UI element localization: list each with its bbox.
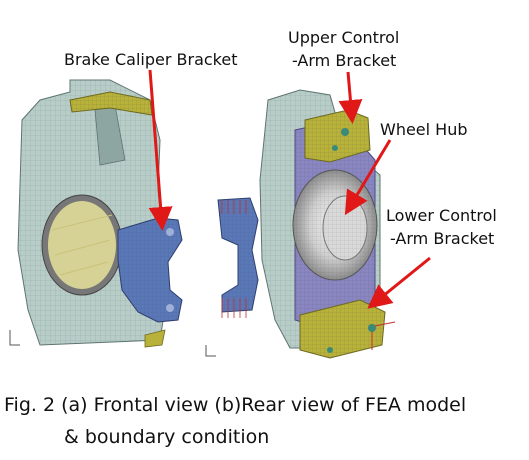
label-lower-control-arm-line2: -Arm Bracket bbox=[390, 229, 495, 248]
frontal-view-model bbox=[9, 79, 183, 348]
arrow-upper-control-arm bbox=[338, 71, 363, 124]
label-upper-control-arm-line1: Upper Control bbox=[288, 28, 400, 47]
caption-line2: & boundary condition bbox=[64, 426, 270, 448]
arrow-wheel-hub bbox=[344, 139, 392, 216]
rear-view-model bbox=[205, 89, 396, 359]
label-lower-control-arm-line1: Lower Control bbox=[386, 206, 497, 225]
fea-figure bbox=[9, 69, 431, 359]
arrow-lower-control-arm bbox=[367, 256, 431, 309]
constraint-arrows-left bbox=[221, 200, 247, 318]
label-brake-caliper-bracket: Brake Caliper Bracket bbox=[64, 50, 238, 69]
pointer-arrows bbox=[148, 69, 431, 309]
label-upper-control-arm-line2: -Arm Bracket bbox=[292, 51, 397, 70]
caption-line1: Fig. 2 (a) Frontal view (b)Rear view of … bbox=[4, 394, 467, 416]
label-wheel-hub: Wheel Hub bbox=[380, 120, 468, 139]
arrow-brake-caliper bbox=[148, 69, 173, 231]
